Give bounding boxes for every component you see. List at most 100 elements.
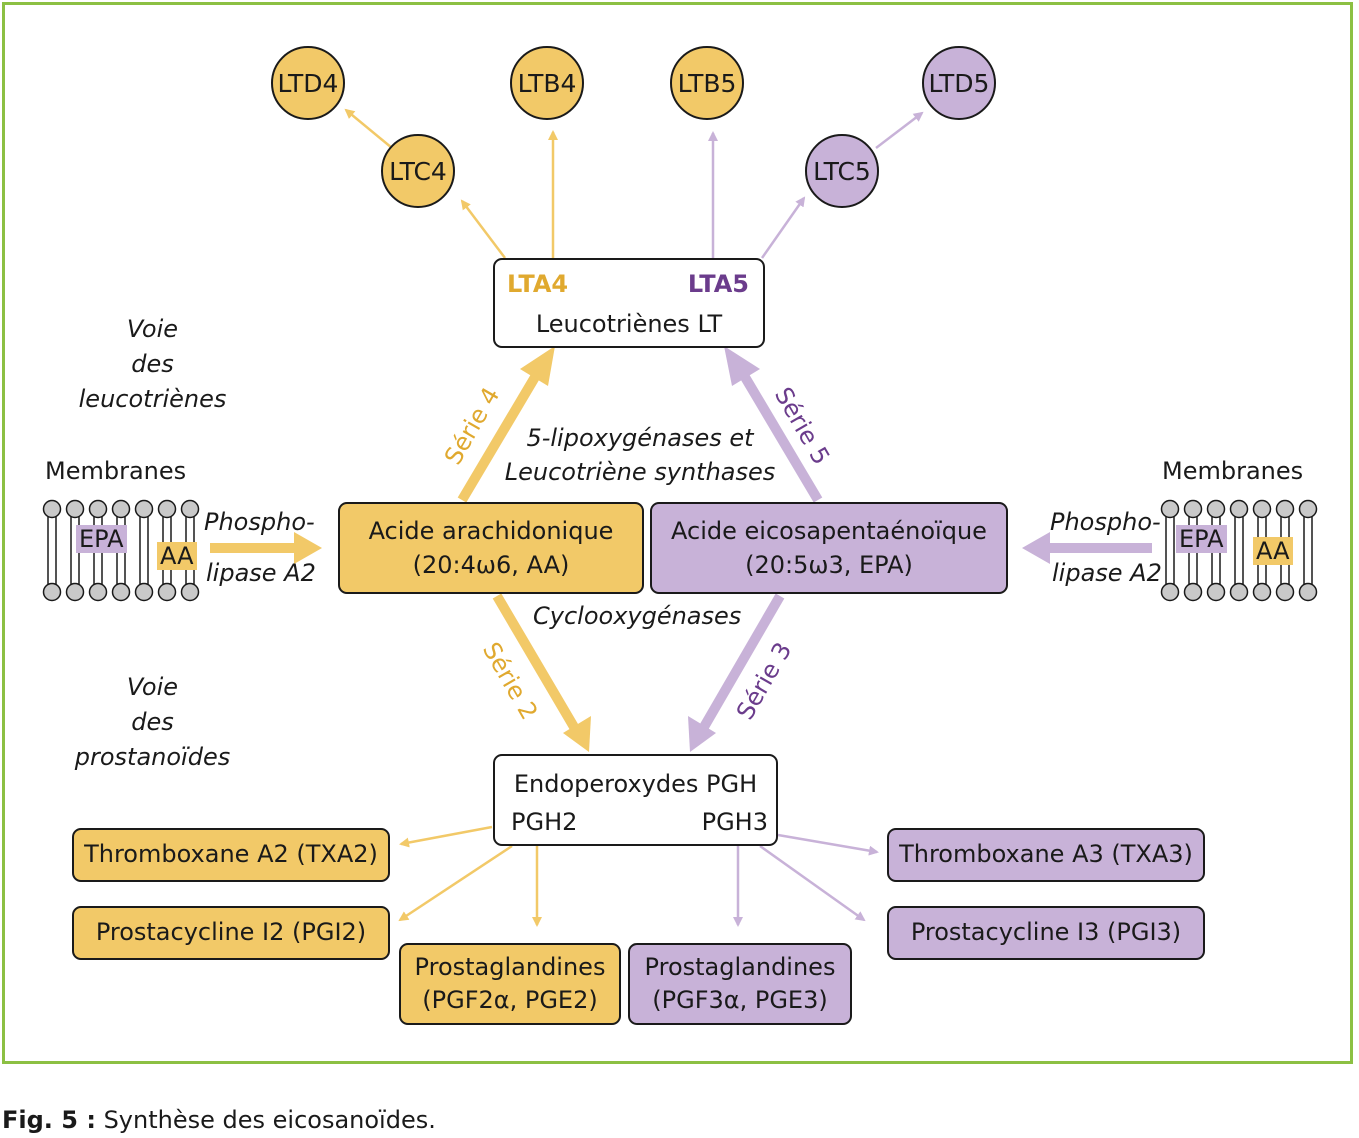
lipid-head [42, 582, 62, 602]
figure-frame [2, 2, 1353, 1064]
right-membrane-aa-tag: AA [1253, 537, 1293, 565]
left-phospholipase-line1: Phospho- [204, 508, 315, 536]
arrow-pgh-to-txa2 [399, 825, 493, 848]
caption-text: Synthèse des eicosanoïdes. [95, 1106, 436, 1134]
ltb4-circle: LTB4 [510, 46, 584, 120]
thromboxane-a2-box: Thromboxane A2 (TXA2) [72, 828, 390, 882]
eicosapentaenoic-acid-box: Acide eicosapentaénoïque (20:5ω3, EPA) [650, 502, 1008, 594]
lta5-label: LTA5 [687, 270, 749, 298]
lipoxygenase-label: 5-lipoxygénases et Leucotriène synthases [500, 421, 780, 489]
membrane-right-icon [1160, 499, 1318, 602]
arrow-serie-3 [699, 593, 785, 730]
prostaglandins-series2-box: Prostaglandines (PGF2α, PGE2) [399, 943, 621, 1025]
prostanoid-label-line1: Voie [126, 673, 179, 701]
lipid-head [1160, 499, 1180, 519]
thromboxane-a3-box: Thromboxane A3 (TXA3) [887, 828, 1205, 882]
pgh3-label: PGH3 [701, 808, 768, 836]
arrowhead-serie-5 [724, 346, 760, 386]
lipid-head [1275, 499, 1295, 519]
arrow-lta-to-ltc5 [760, 196, 806, 259]
lipid-head [1252, 499, 1272, 519]
caption-label: Fig. 5 : [2, 1106, 96, 1134]
left-membrane-epa-tag: EPA [76, 525, 127, 553]
leukotriene-pathway-label: Voie des leucotriènes [60, 312, 245, 417]
right-membrane-title: Membranes [1162, 457, 1304, 485]
lipid-head [134, 582, 154, 602]
arrow-serie-5 [737, 369, 823, 503]
lipid-head [1183, 582, 1203, 602]
lipid-head [1229, 499, 1249, 519]
lipoxygenase-line1: 5-lipoxygénases et [526, 424, 754, 452]
arrow-serie-2 [492, 593, 579, 730]
left-membrane-aa-tag: AA [157, 542, 197, 570]
right-membrane-epa-tag: EPA [1176, 525, 1227, 553]
lipid-head [1206, 499, 1226, 519]
prostanoid-pathway-label: Voie des prostanoïdes [60, 670, 245, 775]
ltb5-circle: LTB5 [670, 46, 744, 120]
ltc5-circle: LTC5 [805, 134, 879, 208]
ltc4-circle: LTC4 [381, 134, 455, 208]
arrow-ltc5-to-ltd5 [875, 111, 924, 149]
lipid-head [1206, 582, 1226, 602]
lipid-head [180, 582, 200, 602]
lipoxygenase-line2: Leucotriène synthases [504, 458, 776, 486]
leukotriene-label-line2: des [131, 350, 174, 378]
arrowhead-serie-2 [563, 716, 591, 752]
pg2-line1: Prostaglandines [414, 953, 606, 981]
lipid-head [65, 582, 85, 602]
left-phospholipase-line2: lipase A2 [206, 559, 316, 587]
arrowhead-serie-4 [520, 346, 555, 386]
lipid-head [157, 582, 177, 602]
lipid-head [180, 499, 200, 519]
arrowhead-phospholipase-right [1022, 532, 1050, 564]
arrow-pgh-to-pgi2 [398, 844, 513, 922]
pgh-title: Endoperoxydes PGH [513, 770, 758, 798]
arrowhead-serie-3 [688, 716, 716, 752]
arrow-serie-4 [457, 369, 543, 503]
lipid-head [111, 582, 131, 602]
pgh2-label: PGH2 [511, 808, 578, 836]
lipid-head [1298, 499, 1318, 519]
arrow-pgh-to-txa3 [777, 833, 879, 856]
right-phospholipase-line1: Phospho- [1050, 508, 1161, 536]
lta4-label: LTA4 [507, 270, 569, 298]
figure-caption: Fig. 5 : Synthèse des eicosanoïdes. [2, 1106, 436, 1134]
ltd4-circle: LTD4 [271, 46, 345, 120]
eicosapentaenoic-acid-formula: (20:5ω3, EPA) [745, 551, 913, 579]
lipid-head [42, 499, 62, 519]
arachidonic-acid-formula: (20:4ω6, AA) [412, 551, 570, 579]
lipid-head [1229, 582, 1249, 602]
pg3-line2: (PGF3α, PGE3) [652, 986, 828, 1014]
lipid-head [1275, 582, 1295, 602]
cyclooxygenase-label: Cyclooxygénases [533, 602, 742, 630]
leukotrienes-box: LTA4 LTA5 Leucotriènes LT [493, 258, 765, 348]
arachidonic-acid-box: Acide arachidonique (20:4ω6, AA) [338, 502, 644, 594]
right-phospholipase-line2: lipase A2 [1052, 559, 1162, 587]
arrow-pgh-to-pgi3 [759, 844, 866, 922]
endoperoxides-pgh-box: Endoperoxydes PGH PGH2 PGH3 [493, 754, 778, 846]
pg2-line2: (PGF2α, PGE2) [422, 986, 598, 1014]
lipid-head [157, 499, 177, 519]
ltd5-circle: LTD5 [922, 46, 996, 120]
pg3-line1: Prostaglandines [644, 953, 836, 981]
prostanoid-label-line2: des [131, 708, 174, 736]
arrowhead-phospholipase-left [294, 532, 322, 564]
prostacycline-i3-box: Prostacycline I3 (PGI3) [887, 906, 1205, 960]
leukotriene-label-line1: Voie [126, 315, 179, 343]
arrow-lta-to-ltc4 [460, 199, 506, 259]
left-membrane-title: Membranes [45, 457, 187, 485]
lipid-head [1252, 582, 1272, 602]
leukotriene-label-line3: leucotriènes [78, 385, 227, 413]
prostanoid-label-line3: prostanoïdes [74, 743, 231, 771]
lipid-head [65, 499, 85, 519]
lipid-head [88, 582, 108, 602]
eicosapentaenoic-acid-name: Acide eicosapentaénoïque [671, 517, 987, 545]
leukotrienes-title: Leucotriènes LT [535, 310, 723, 338]
membrane-left-icon [42, 499, 200, 602]
arrow-ltc4-to-ltd4 [344, 108, 393, 149]
lipid-head [134, 499, 154, 519]
lipid-head [1160, 582, 1180, 602]
lipid-head [1298, 582, 1318, 602]
prostaglandins-series3-box: Prostaglandines (PGF3α, PGE3) [628, 943, 852, 1025]
lipid-head [88, 499, 108, 519]
